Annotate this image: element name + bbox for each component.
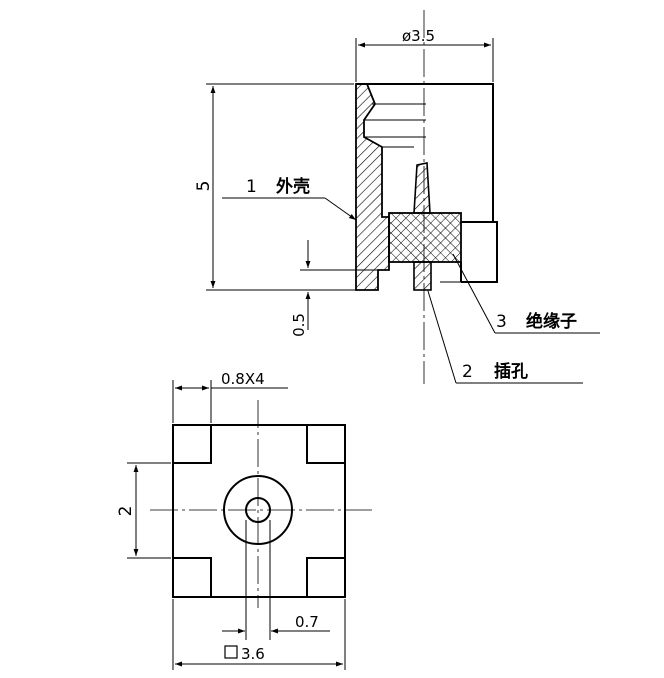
square-symbol-icon (224, 645, 238, 659)
callout-shell: 1 外壳 (222, 176, 357, 221)
pad-top-right (306, 425, 345, 464)
callout-1-number: 1 (246, 177, 257, 197)
dimension-height: 5 (194, 83, 354, 288)
callout-socket: 2 插孔 (427, 290, 583, 384)
dim-diameter-label: ø3.5 (402, 27, 435, 45)
dimension-base-offset: 0.5 (290, 240, 311, 337)
dimension-pad-size: 0.8X4 (172, 370, 288, 423)
dim-pad-size-label: 0.8X4 (221, 370, 265, 388)
pad-bottom-right (306, 557, 345, 597)
dim-hole-size-label: 0.7 (295, 613, 319, 631)
pad-bottom-left (173, 557, 212, 597)
callout-2-number: 2 (462, 362, 473, 382)
socket-pin (413, 162, 431, 214)
side-view (206, 10, 498, 384)
insulator-section (388, 212, 462, 263)
bottom-view (150, 400, 372, 640)
callout-3-label: 绝缘子 (526, 311, 577, 332)
dimension-body-size: 3.6 (172, 599, 346, 670)
dimension-pad-spacing: 2 (116, 462, 171, 559)
dim-body-size-label: 3.6 (241, 645, 265, 663)
socket-pin-bottom (413, 261, 432, 291)
callout-insulator: 3 绝缘子 (452, 253, 600, 334)
dimension-diameter: ø3.5 (355, 27, 494, 82)
callout-3-number: 3 (496, 312, 507, 332)
dim-pad-spacing-label: 2 (116, 506, 136, 517)
callout-2-label: 插孔 (494, 361, 528, 382)
shell-section (355, 83, 390, 291)
dim-height-label: 5 (194, 181, 214, 192)
body-outline (172, 424, 346, 598)
pad-top-left (173, 425, 212, 464)
callout-1-label: 外壳 (276, 176, 310, 197)
dimension-hole-size: 0.7 (222, 613, 330, 634)
dim-base-offset-label: 0.5 (290, 313, 308, 337)
